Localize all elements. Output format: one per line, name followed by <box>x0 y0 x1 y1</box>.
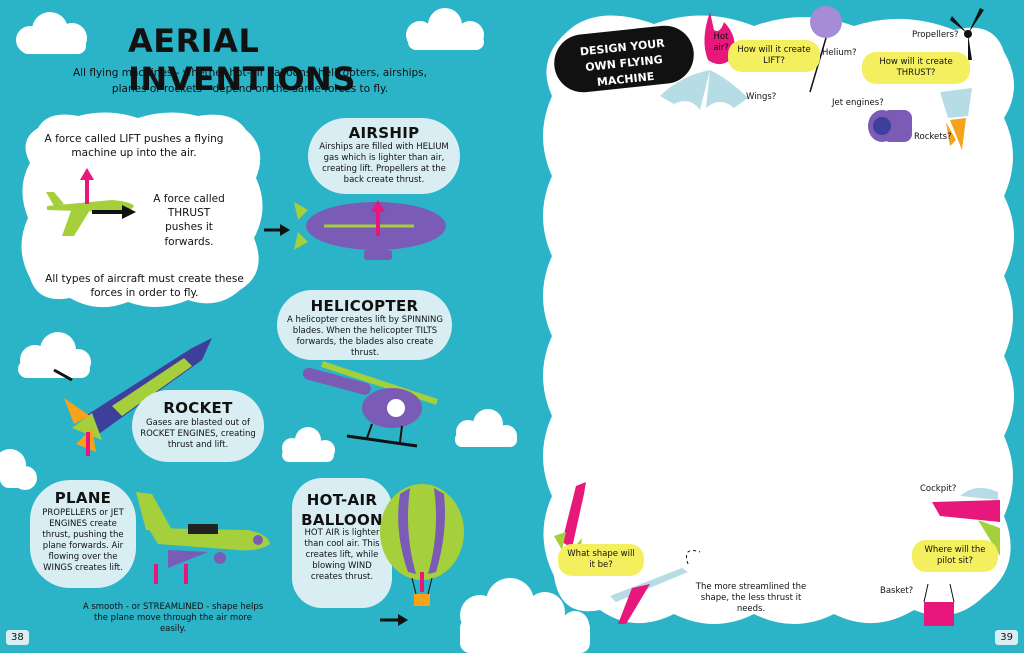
streamlined-text: A smooth - or STREAMLINED - shape helps … <box>82 602 264 635</box>
helicopter-title: HELICOPTER <box>310 297 419 315</box>
helium-balloon-icon <box>810 6 842 38</box>
label-cockpit: Cockpit? <box>920 484 957 494</box>
airship-text: Airships are filled with HELIUM gas whic… <box>319 142 449 186</box>
rocket-info-bubble <box>132 390 264 462</box>
balloon-text: HOT AIR is lighter than cool air. This c… <box>304 528 380 583</box>
basket-icon <box>923 583 955 626</box>
rocket-text: Gases are blasted out of ROCKET ENGINES,… <box>140 418 256 451</box>
hot-air-balloon-icon <box>380 484 464 626</box>
plane-info-bubble <box>30 480 136 588</box>
cockpit-plane-icon <box>932 487 1000 556</box>
page-title: AERIAL INVENTIONS <box>128 22 356 98</box>
label-basket: Basket? <box>880 586 914 596</box>
helicopter-icon <box>302 361 438 448</box>
label-hot-air: Hot air? <box>713 32 729 53</box>
page-subtitle: All flying machines - whether hot-air ba… <box>72 67 427 95</box>
drawing-area-cloud[interactable] <box>534 6 1024 646</box>
flame-icon <box>704 12 735 65</box>
idea-icons <box>660 6 984 150</box>
label-propellers: Propellers? <box>912 30 959 40</box>
page-number-left: 38 <box>6 630 29 645</box>
forces-cloud-panel <box>21 112 263 308</box>
cloud-icon <box>18 332 91 378</box>
plane-title: PLANE <box>54 489 112 507</box>
cloud-icon <box>455 409 517 447</box>
label-rockets: Rockets? <box>914 132 952 142</box>
plane-text: PROPELLERS or JET ENGINES create thrust,… <box>42 508 124 574</box>
cloud-icon <box>16 12 87 54</box>
all-aircraft-description: All types of aircraft must create these … <box>45 273 244 300</box>
question-thrust: How will it create THRUST? <box>862 52 970 85</box>
airship-icon <box>264 200 446 260</box>
cloud-icon <box>460 578 590 653</box>
airship-info-bubble <box>308 118 460 194</box>
force-diagram-plane-icon <box>46 168 136 236</box>
thrust-description: A force called THRUST pushes it forwards… <box>153 193 225 248</box>
question-pilot: Where will the pilot sit? <box>912 540 998 573</box>
balloon-title: HOT-AIR BALLOON <box>301 491 383 530</box>
airship-title: AIRSHIP <box>348 124 420 142</box>
rocket-engine-icon <box>940 88 972 150</box>
helicopter-text: A helicopter creates lift by SPINNING bl… <box>287 315 443 359</box>
wing-icon <box>660 70 710 110</box>
rocket-icon <box>53 338 212 456</box>
jet-engine-icon <box>868 110 912 142</box>
jet-plane-icon <box>610 568 688 624</box>
label-wings: Wings? <box>746 92 777 102</box>
bottom-idea-icons <box>554 482 1000 626</box>
plane-icon <box>136 492 270 584</box>
cloud-icon <box>282 427 335 462</box>
propeller-icon <box>950 8 984 60</box>
cloud-icon <box>0 449 37 490</box>
cloud-icon <box>406 8 484 50</box>
balloon-info-bubble <box>292 478 392 608</box>
lift-description: A force called LIFT pushes a flying mach… <box>44 133 224 160</box>
streamlined-note: The more streamlined the shape, the less… <box>695 582 807 615</box>
rocket-title: ROCKET <box>163 399 233 417</box>
question-lift: How will it create LIFT? <box>728 40 820 73</box>
label-helium: Helium? <box>822 48 857 58</box>
question-shape: What shape will it be? <box>558 544 644 577</box>
label-jet-engines: Jet engines? <box>832 98 884 108</box>
helicopter-info-bubble <box>277 290 452 360</box>
page-number-right: 39 <box>995 630 1018 645</box>
